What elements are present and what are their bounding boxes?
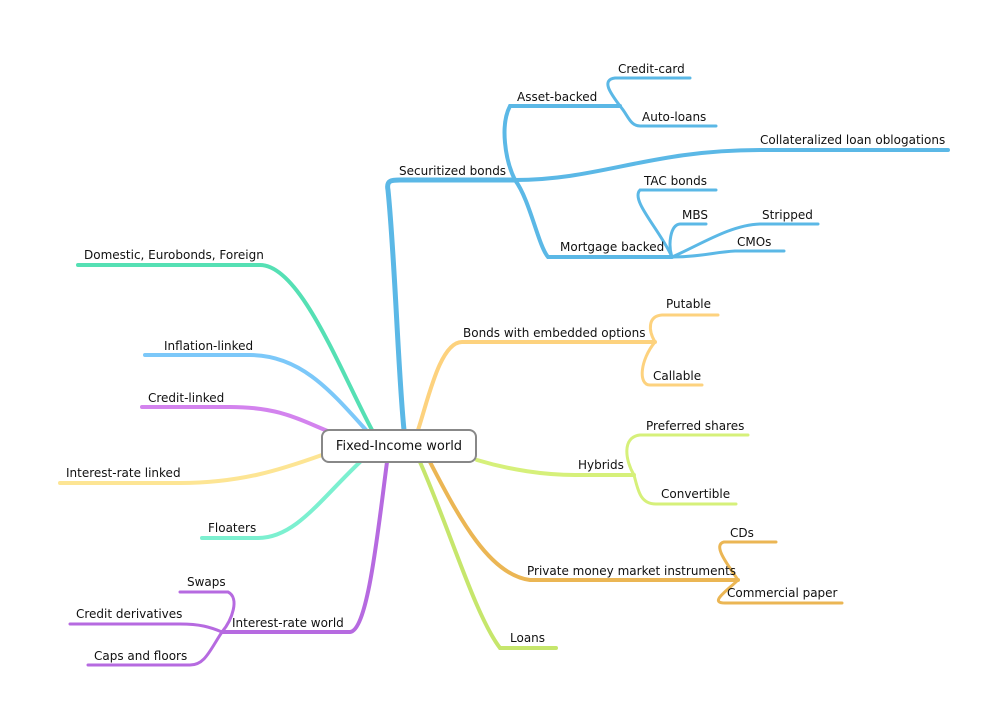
caps-floors-label: Caps and floors xyxy=(94,649,187,663)
stripped-label: Stripped xyxy=(762,208,813,222)
securitized-bonds-label: Securitized bonds xyxy=(399,164,506,178)
swaps-label: Swaps xyxy=(187,575,226,589)
money-market-label: Private money market instruments xyxy=(527,564,736,578)
auto-loans-branch xyxy=(618,104,718,128)
mortgage-backed-branch xyxy=(513,178,674,259)
asset-backed-label: Asset-backed xyxy=(517,90,597,104)
domestic-label: Domestic, Eurobonds, Foreign xyxy=(84,248,264,262)
mbs-label: MBS xyxy=(682,208,708,222)
securitized-main-branch xyxy=(385,177,518,433)
credit-derivatives-branch xyxy=(68,622,224,634)
hybrids-branch xyxy=(475,458,636,477)
callable-branch xyxy=(640,340,704,387)
interest-rate-world-branch xyxy=(220,460,389,634)
central-node[interactable]: Fixed-Income world xyxy=(321,429,477,463)
auto-loans-label: Auto-loans xyxy=(642,110,706,124)
loans-branch xyxy=(418,460,558,650)
options-label: Bonds with embedded options xyxy=(463,326,645,340)
domestic-branch xyxy=(76,263,374,432)
floaters-branch xyxy=(200,460,362,540)
preferred-shares-branch xyxy=(625,433,750,477)
credit-linked-label: Credit-linked xyxy=(148,391,224,405)
central-node-label: Fixed-Income world xyxy=(335,438,463,454)
commercial-paper-branch xyxy=(716,578,844,605)
interest-rate-world-label: Interest-rate world xyxy=(232,616,344,630)
loans-label: Loans xyxy=(510,631,545,645)
mbs-branch xyxy=(668,222,708,259)
tac-bonds-label: TAC bonds xyxy=(643,174,707,188)
mortgage-backed-label: Mortgage backed xyxy=(560,240,664,254)
preferred-shares-label: Preferred shares xyxy=(646,419,744,433)
clo-branch xyxy=(513,148,950,182)
putable-label: Putable xyxy=(666,297,711,311)
hybrids-label: Hybrids xyxy=(578,458,624,472)
cds-label: CDs xyxy=(730,526,754,540)
credit-linked-branch xyxy=(140,405,332,434)
asset-backed-branch xyxy=(502,104,622,182)
money-market-branch xyxy=(428,460,740,582)
cmos-label: CMOs xyxy=(737,235,771,249)
interest-rate-linked-label: Interest-rate linked xyxy=(66,466,181,480)
options-branch xyxy=(416,340,657,432)
caps-floors-branch xyxy=(86,630,224,667)
commercial-paper-label: Commercial paper xyxy=(727,586,838,600)
cds-branch xyxy=(718,540,778,582)
credit-card-label: Credit-card xyxy=(618,62,685,76)
convertible-branch xyxy=(632,473,738,506)
clo-label: Collateralized loan oblogations xyxy=(760,133,945,147)
swaps-branch xyxy=(178,590,236,634)
floaters-label: Floaters xyxy=(208,521,256,535)
stripped-branch xyxy=(670,222,820,259)
credit-card-branch xyxy=(606,76,692,108)
callable-label: Callable xyxy=(653,369,701,383)
convertible-label: Convertible xyxy=(661,487,730,501)
inflation-label: Inflation-linked xyxy=(164,339,253,353)
interest-rate-linked-branch xyxy=(58,453,324,485)
putable-branch xyxy=(648,313,720,344)
cmos-branch xyxy=(670,249,786,259)
tac-bonds-branch xyxy=(636,188,718,259)
inflation-branch xyxy=(143,353,368,432)
credit-derivatives-label: Credit derivatives xyxy=(76,607,182,621)
